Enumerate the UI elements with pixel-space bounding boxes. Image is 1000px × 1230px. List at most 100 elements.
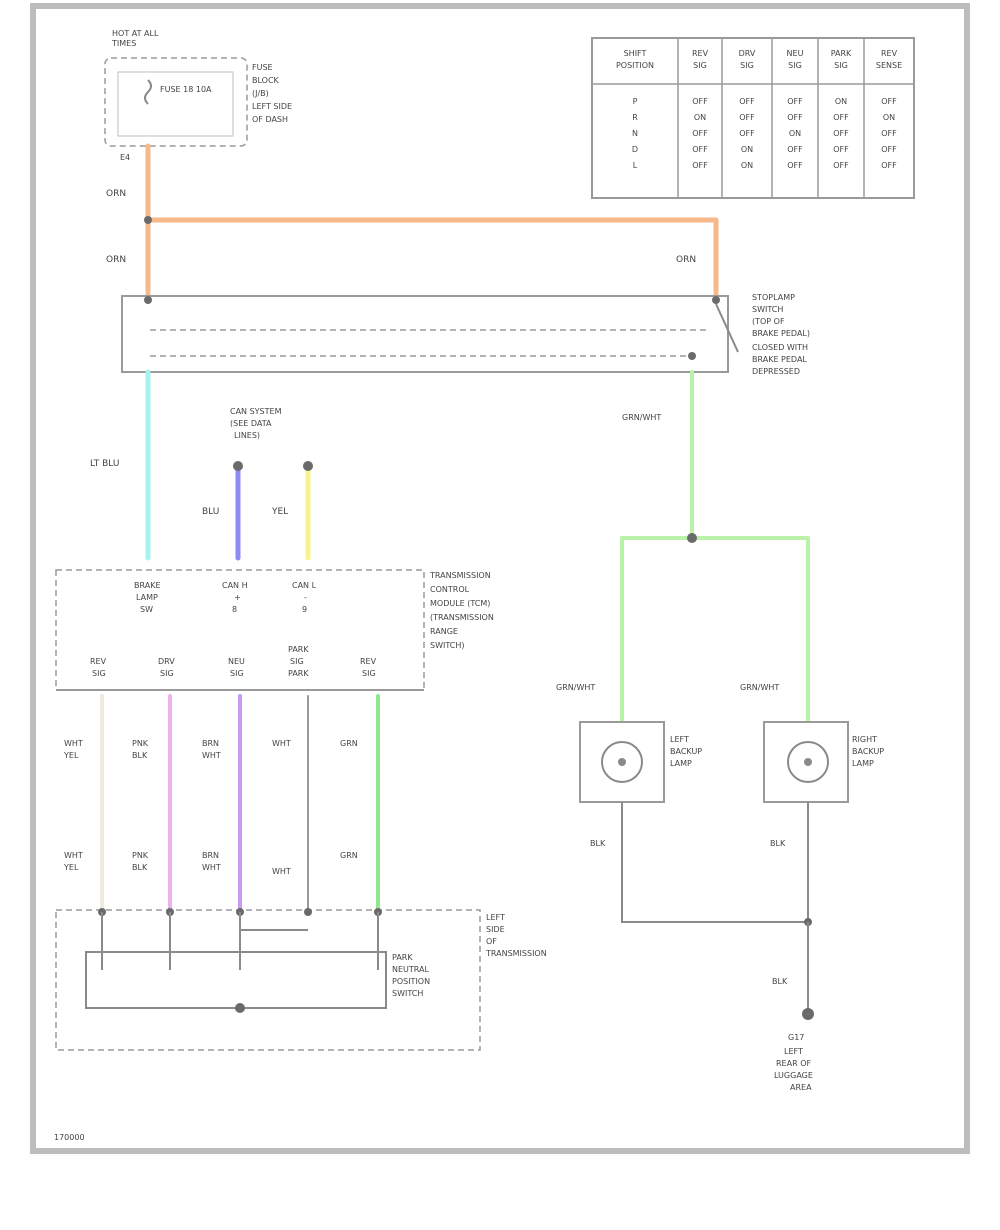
rs-desc-2: NEUTRAL	[392, 965, 429, 974]
tcm-bpin1-l1: REV	[90, 657, 107, 666]
ground-2: REAR OF	[776, 1059, 811, 1068]
table-cell: OFF	[787, 161, 803, 170]
table-cell: OFF	[739, 113, 755, 122]
wire1-upper-2: YEL	[63, 751, 79, 760]
can-label-1: CAN SYSTEM	[230, 407, 282, 416]
rs-side-1: LEFT	[486, 913, 505, 922]
right-lamp-2: BACKUP	[852, 747, 884, 756]
table-header-cell: PARK	[831, 49, 852, 58]
table-cell: ON	[789, 129, 801, 138]
wire1-upper-1: WHT	[64, 739, 83, 748]
ground-3: LUGGAGE	[774, 1071, 813, 1080]
tcm-pin3-line2: -	[304, 593, 307, 602]
right-lamp-bulb-icon	[787, 741, 829, 783]
switch-contact	[715, 303, 739, 353]
table-cell: OFF	[881, 129, 897, 138]
lamp-ground-wires	[621, 802, 809, 923]
stoplamp-desc-4: BRAKE PEDAL)	[752, 329, 810, 338]
table-header-cell: POSITION	[616, 61, 654, 70]
tcm-desc-4: (TRANSMISSION	[430, 613, 494, 622]
yellow-label: YEL	[271, 507, 288, 517]
fuse-pin: E4	[120, 153, 130, 162]
tcm-pin2-line2: +	[234, 593, 241, 602]
rs-desc-1: PARK	[392, 953, 413, 962]
left-lamp-1: LEFT	[670, 735, 689, 744]
wire3-lower-1: BRN	[202, 851, 219, 860]
stoplamp-desc-7: DEPRESSED	[752, 367, 800, 376]
orange-splice	[144, 216, 152, 224]
table-cell: OFF	[881, 161, 897, 170]
tcm-desc-2: CONTROL	[430, 585, 470, 594]
rs-side-3: OF	[486, 937, 497, 946]
stoplamp-switch: STOPLAMP SWITCH (TOP OF BRAKE PEDAL) CLO…	[121, 293, 810, 376]
can-label-3: LINES)	[234, 431, 260, 440]
table-header-cell: REV	[692, 49, 709, 58]
table-cell: OFF	[692, 97, 708, 106]
fuse-title-line-2: TIMES	[111, 39, 136, 48]
tcm-pin1-line1: BRAKE	[134, 581, 161, 590]
fuse-box	[117, 71, 234, 137]
right-lamp-1: RIGHT	[852, 735, 877, 744]
green-wire-branch	[620, 536, 810, 722]
rs-pin-4	[304, 908, 312, 916]
table-header-cell: SIG	[788, 61, 802, 70]
tcm-bpin5-l1: REV	[360, 657, 377, 666]
wire5-upper-1: GRN	[340, 739, 358, 748]
left-lamp-bulb-icon	[601, 741, 643, 783]
tcm-bpin4-l1: PARK	[288, 645, 309, 654]
rs-contacts	[101, 912, 379, 970]
green-label-right: GRN/WHT	[740, 683, 779, 692]
stoplamp-desc-6: BRAKE PEDAL	[752, 355, 807, 364]
wire2-upper-2: BLK	[132, 751, 148, 760]
can-label-2: (SEE DATA	[230, 419, 272, 428]
left-lamp-3: LAMP	[670, 759, 692, 768]
table-cell: L	[633, 161, 638, 170]
footer-code: 170000	[54, 1133, 85, 1142]
table-header-cell: SENSE	[876, 61, 902, 70]
orange-label-2: ORN	[106, 255, 126, 265]
left-lamp-2: BACKUP	[670, 747, 702, 756]
stoplamp-pin-bottom	[688, 352, 696, 360]
table-cell: ON	[741, 161, 753, 170]
table-cell: OFF	[692, 129, 708, 138]
table-cell: OFF	[692, 161, 708, 170]
table-cell: ON	[883, 113, 895, 122]
table-cell: ON	[694, 113, 706, 122]
tcm-bpin3-l1: NEU	[228, 657, 245, 666]
table-header-cell: REV	[881, 49, 898, 58]
wire1-lower-1: WHT	[64, 851, 83, 860]
table-cell: P	[633, 97, 638, 106]
table-header-cell: SIG	[740, 61, 754, 70]
tcm-desc-6: SWITCH)	[430, 641, 465, 650]
tcm-pin1-line3: SW	[140, 605, 153, 614]
tcm-desc-5: RANGE	[430, 627, 458, 636]
wire2-lower-2: BLK	[132, 863, 148, 872]
stoplamp-desc-5: CLOSED WITH	[752, 343, 808, 352]
tcm-bpin5-l2: SIG	[362, 669, 376, 678]
fuse-block: HOT AT ALL TIMES FUSE 18 10A FUSE BLOCK …	[104, 29, 292, 162]
tcm-input-wires: LT BLU BLU YEL CAN SYSTEM (SEE DATA LINE…	[90, 369, 313, 561]
stoplamp-desc-3: (TOP OF	[752, 317, 785, 326]
fuse-desc-2: BLOCK	[252, 76, 280, 85]
stoplamp-pin-left	[144, 296, 152, 304]
right-lamp-filament	[804, 758, 812, 766]
wire2-lower-1: PNK	[132, 851, 149, 860]
table-cell: OFF	[739, 129, 755, 138]
wire2-upper-1: PNK	[132, 739, 149, 748]
backup-lamp-circuit: GRN/WHT GRN/WHT GRN/WHT LEFT BACKUP LAMP…	[556, 370, 884, 1092]
rs-side-4: TRANSMISSION	[485, 949, 547, 958]
tcm-bpin1-l2: SIG	[92, 669, 106, 678]
tcm-desc-3: MODULE (TCM)	[430, 599, 490, 608]
right-lamp-out: BLK	[770, 839, 786, 848]
tcm-bpin2-l2: SIG	[160, 669, 174, 678]
table-header-cell: NEU	[787, 49, 804, 58]
table-cell: OFF	[881, 145, 897, 154]
table-cell: D	[632, 145, 638, 154]
orange-circuit: ORN ORN ORN	[106, 143, 719, 299]
wire4-upper-1: WHT	[272, 739, 291, 748]
fuse-desc-4: LEFT SIDE	[252, 102, 292, 111]
table-cells: SHIFTPOSITIONREVSIGDRVSIGNEUSIGPARKSIGRE…	[616, 49, 902, 170]
tcm-pin3-line1: CAN L	[292, 581, 317, 590]
rs-desc-3: POSITION	[392, 977, 430, 986]
